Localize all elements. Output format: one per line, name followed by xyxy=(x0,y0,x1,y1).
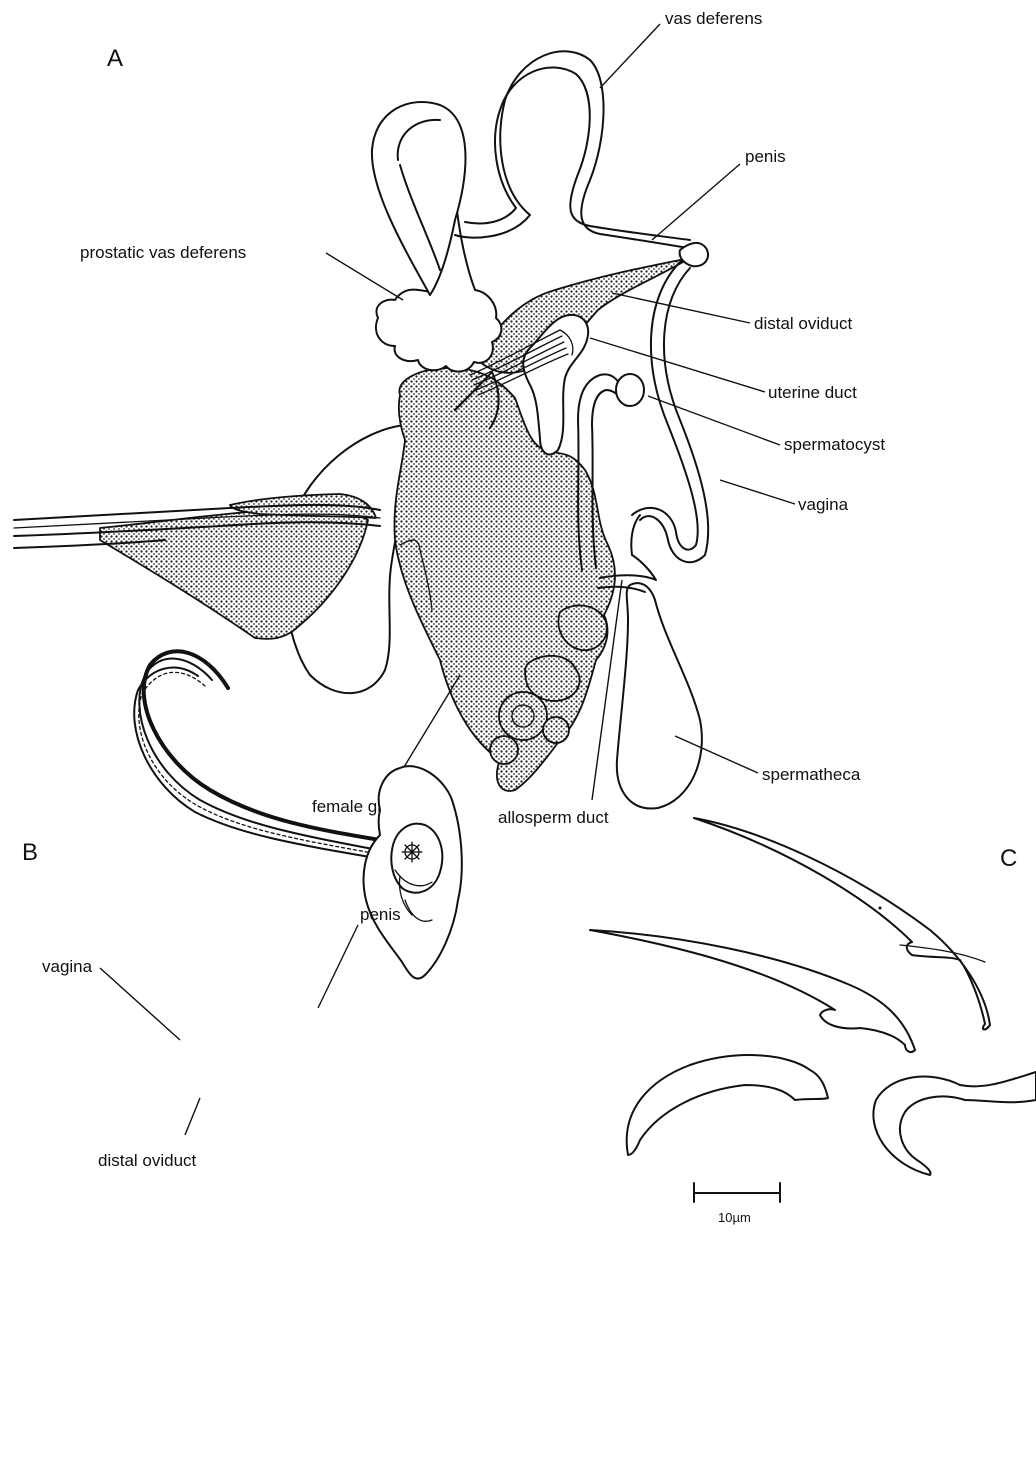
hook-3-shape xyxy=(627,1055,828,1155)
hook-1-shape xyxy=(694,818,990,1029)
leader-vas-deferens xyxy=(600,24,660,88)
label-allosperm-duct: allosperm duct xyxy=(498,808,609,827)
scale-bar xyxy=(694,1183,780,1202)
penis-tip xyxy=(680,243,708,266)
panel-a: A xyxy=(80,9,885,827)
label-vagina-a: vagina xyxy=(798,495,849,514)
label-uterine-duct: uterine duct xyxy=(768,383,857,402)
atrium-star xyxy=(402,842,422,862)
label-penis-a: penis xyxy=(745,147,786,166)
label-prostatic-vas-deferens: prostatic vas deferens xyxy=(80,243,246,262)
panel-b: B penis vagina distal oviduct xyxy=(14,494,462,1170)
label-vas-deferens: vas deferens xyxy=(665,9,762,28)
leader-distal-oviduct-b xyxy=(185,1098,200,1135)
spermatheca-shape xyxy=(617,583,702,808)
label-spermatocyst: spermatocyst xyxy=(784,435,885,454)
panel-c-letter: C xyxy=(1000,845,1017,872)
leader-vagina-a xyxy=(720,480,795,504)
leader-penis-a xyxy=(652,164,740,240)
leader-prostatic-vas-deferens xyxy=(326,253,403,300)
panel-a-letter: A xyxy=(107,45,123,72)
label-penis-b: penis xyxy=(360,905,401,924)
label-distal-oviduct-a: distal oviduct xyxy=(754,314,853,333)
panel-c: C 10µm xyxy=(590,818,1036,1225)
leader-spermatocyst xyxy=(648,396,780,445)
hook-2-shape xyxy=(590,930,915,1052)
leader-vagina-b xyxy=(100,968,180,1040)
stray-mark xyxy=(879,907,882,910)
leader-distal-oviduct-a xyxy=(612,293,750,323)
label-spermatheca: spermatheca xyxy=(762,765,861,784)
spermatocyst-shape xyxy=(616,374,644,406)
leader-penis-b xyxy=(318,925,358,1008)
label-vagina-b: vagina xyxy=(42,957,93,976)
scale-bar-label: 10µm xyxy=(718,1210,751,1225)
panel-b-letter: B xyxy=(22,839,38,866)
label-distal-oviduct-b: distal oviduct xyxy=(98,1151,197,1170)
hook-4-shape xyxy=(873,1072,1036,1175)
